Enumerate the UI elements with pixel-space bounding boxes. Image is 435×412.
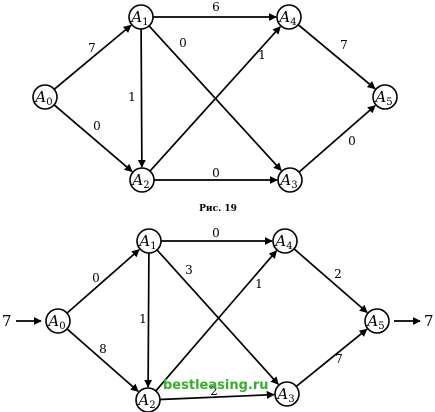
- node-A0: A0: [32, 84, 58, 110]
- watermark: bestleasing.ru: [163, 378, 268, 393]
- node-circle: [136, 228, 162, 254]
- edge-weight-label: 7: [340, 38, 348, 52]
- node-label: A5: [373, 88, 392, 108]
- node-A2: A2: [135, 387, 161, 412]
- edge-line: [137, 28, 146, 168]
- node-label: A1: [137, 232, 156, 252]
- edge-line: [156, 249, 279, 385]
- edge-weight-label: 1: [258, 48, 266, 62]
- edge-line: [53, 24, 132, 90]
- edge-line: [66, 248, 140, 314]
- edge-A0-A1: 0: [66, 248, 140, 314]
- edge-A2-A4: 1: [149, 26, 281, 172]
- edge-weight-label: 1: [139, 312, 147, 326]
- edge-A1-A3: 3: [156, 249, 279, 385]
- edge-line: [298, 104, 376, 173]
- edge-weight-label: 3: [185, 263, 193, 277]
- node-A5: A5: [372, 84, 398, 110]
- edge-weight-label: 7: [88, 41, 96, 55]
- node-circle: [276, 4, 302, 30]
- edge-weight-label: 2: [334, 267, 342, 281]
- node-A4: A4: [272, 228, 298, 254]
- edge-line: [66, 328, 139, 393]
- edge-A1-A2: 1: [128, 28, 146, 168]
- edge-A3-A5: 0: [298, 104, 376, 173]
- node-label: A3: [275, 385, 294, 405]
- node-A3: A3: [274, 381, 300, 407]
- flow-out-label: 7: [424, 312, 434, 330]
- node-circle: [128, 4, 154, 30]
- edge-line: [144, 252, 153, 388]
- node-circle: [272, 228, 298, 254]
- node-label: A0: [46, 312, 65, 332]
- edge-line: [293, 248, 368, 314]
- edge-A1-A2: 1: [139, 252, 153, 388]
- edge-A1-A4: 0: [161, 226, 273, 245]
- edge-A3-A5: 7: [295, 328, 368, 388]
- edge-A2-A4: 1: [155, 250, 278, 392]
- node-label: A5: [365, 312, 384, 332]
- node-label: A2: [130, 171, 149, 191]
- edge-line: [149, 26, 281, 172]
- node-circle: [45, 308, 71, 334]
- node-circle: [129, 167, 155, 193]
- edge-A0-A2: 8: [66, 328, 139, 393]
- node-circle: [274, 381, 300, 407]
- flow-in-label: 7: [2, 312, 12, 330]
- edge-weight-label: 0: [212, 226, 220, 240]
- node-circle: [277, 167, 303, 193]
- edge-weight-label: 0: [348, 134, 356, 148]
- figure-caption: Рис. 19: [199, 204, 237, 214]
- edge-line: [297, 24, 376, 90]
- edge-A2-A3: 2: [159, 384, 275, 401]
- node-A0: A0: [45, 308, 71, 334]
- edge-A4-A5: 2: [293, 248, 368, 314]
- node-label: A2: [136, 391, 155, 411]
- edge-A0-A2: 0: [53, 104, 133, 173]
- node-circle: [32, 84, 58, 110]
- edge-weight-label: 2: [210, 384, 218, 398]
- edge-weight-label: 0: [93, 119, 101, 133]
- edge-A1-A4: 6: [153, 0, 277, 21]
- edge-weight-label: 0: [179, 36, 187, 50]
- node-circle: [135, 387, 161, 412]
- node-A3: A3: [277, 167, 303, 193]
- node-label: A1: [129, 8, 148, 28]
- node-A5: A5: [364, 308, 390, 334]
- node-A1: A1: [128, 4, 154, 30]
- node-label: A4: [273, 232, 292, 252]
- node-A1: A1: [136, 228, 162, 254]
- edge-weight-label: 6: [212, 0, 220, 14]
- edge-weight-label: 7: [335, 352, 343, 366]
- edge-weight-label: 0: [212, 166, 220, 180]
- edge-line: [155, 250, 278, 392]
- node-label: A0: [33, 88, 52, 108]
- node-A4: A4: [276, 4, 302, 30]
- edge-line: [53, 104, 133, 173]
- node-label: A4: [277, 8, 296, 28]
- node-circle: [364, 308, 390, 334]
- edge-line: [159, 390, 275, 401]
- node-circle: [372, 84, 398, 110]
- edge-A2-A3: 0: [154, 166, 278, 184]
- edge-weight-label: 1: [128, 90, 136, 104]
- edge-weight-label: 0: [92, 271, 100, 285]
- edge-A4-A5: 7: [297, 24, 376, 90]
- edge-weight-label: 8: [99, 342, 107, 356]
- node-A2: A2: [129, 167, 155, 193]
- edge-A0-A1: 7: [53, 24, 132, 90]
- edge-weight-label: 1: [255, 277, 263, 291]
- edge-line: [295, 328, 368, 388]
- node-label: A3: [278, 171, 297, 191]
